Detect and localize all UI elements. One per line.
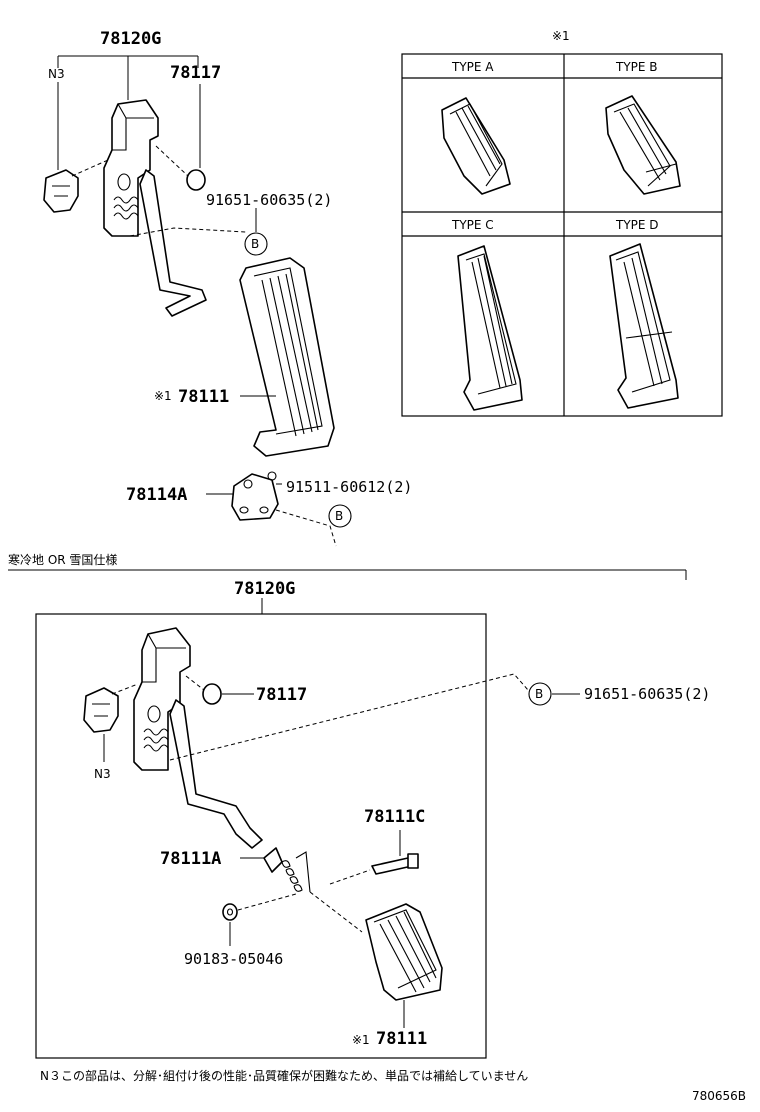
lower-pin-part-number: 78111C	[364, 807, 425, 827]
lower-pad-marker: ※1	[352, 1033, 370, 1047]
types-table	[401, 53, 723, 417]
lower-clip-part-number: 91651-60635(2)	[584, 685, 710, 703]
upper-assembly-part-number: 78120G	[100, 29, 161, 49]
lower-assembly-part-number: 78120G	[234, 579, 295, 599]
upper-ref-b: B	[251, 237, 259, 251]
diagram-id: 780656B	[692, 1089, 746, 1103]
lower-washer-part-number: 90183-05046	[184, 950, 283, 968]
lower-n3-label: N3	[94, 767, 111, 781]
upper-pad-marker: ※1	[154, 389, 172, 403]
lower-pad-part-number: 78111	[376, 1029, 427, 1049]
upper-assembly	[43, 55, 352, 547]
lower-bolt-part-number: 78117	[256, 685, 307, 705]
types-table-marker: ※1	[552, 29, 570, 43]
upper-pad-part-number: 78111	[178, 387, 229, 407]
lower-assembly	[8, 569, 687, 1059]
upper-bracket-part-number: 78114A	[126, 485, 187, 505]
type-b-label: TYPE B	[615, 60, 658, 74]
upper-screw-part-number: 91511-60612(2)	[286, 478, 412, 496]
type-c-label: TYPE C	[451, 218, 494, 232]
lower-section-title: 寒冷地 OR 雪国仕様	[8, 552, 117, 567]
type-d-label: TYPE D	[615, 218, 659, 232]
footnote: N３この部品は、分解･組付け後の性能･品質確保が困難なため、単品では補給していま…	[40, 1068, 528, 1083]
upper-clip-part-number: 91651-60635(2)	[206, 191, 332, 209]
lower-spring-part-number: 78111A	[160, 849, 221, 869]
lower-ref-b: B	[535, 687, 543, 701]
type-a-label: TYPE A	[451, 60, 494, 74]
upper-ref-b2: B	[335, 509, 343, 523]
upper-bolt-part-number: 78117	[170, 63, 221, 83]
upper-n3-label: N3	[48, 67, 65, 81]
